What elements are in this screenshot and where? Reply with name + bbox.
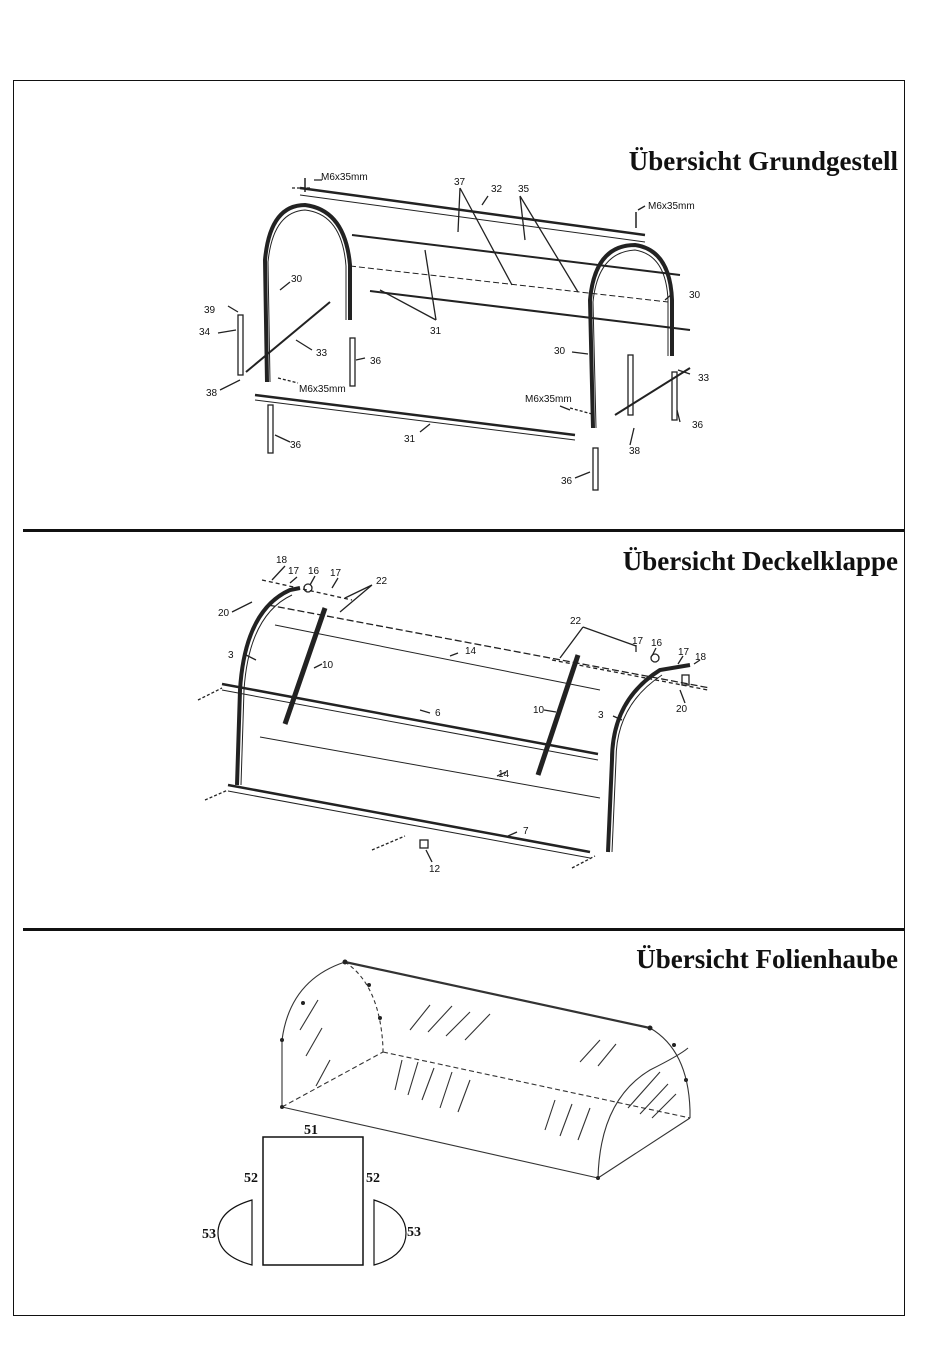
label-part-53-right: 53 [407, 1225, 421, 1240]
label-part-53-left: 53 [202, 1227, 216, 1242]
label-part-52-left: 52 [244, 1171, 258, 1186]
folienhaube-labels: 51 52 52 53 53 [202, 1123, 421, 1242]
label-part-52-right: 52 [366, 1171, 380, 1186]
label-part-51: 51 [304, 1123, 318, 1138]
